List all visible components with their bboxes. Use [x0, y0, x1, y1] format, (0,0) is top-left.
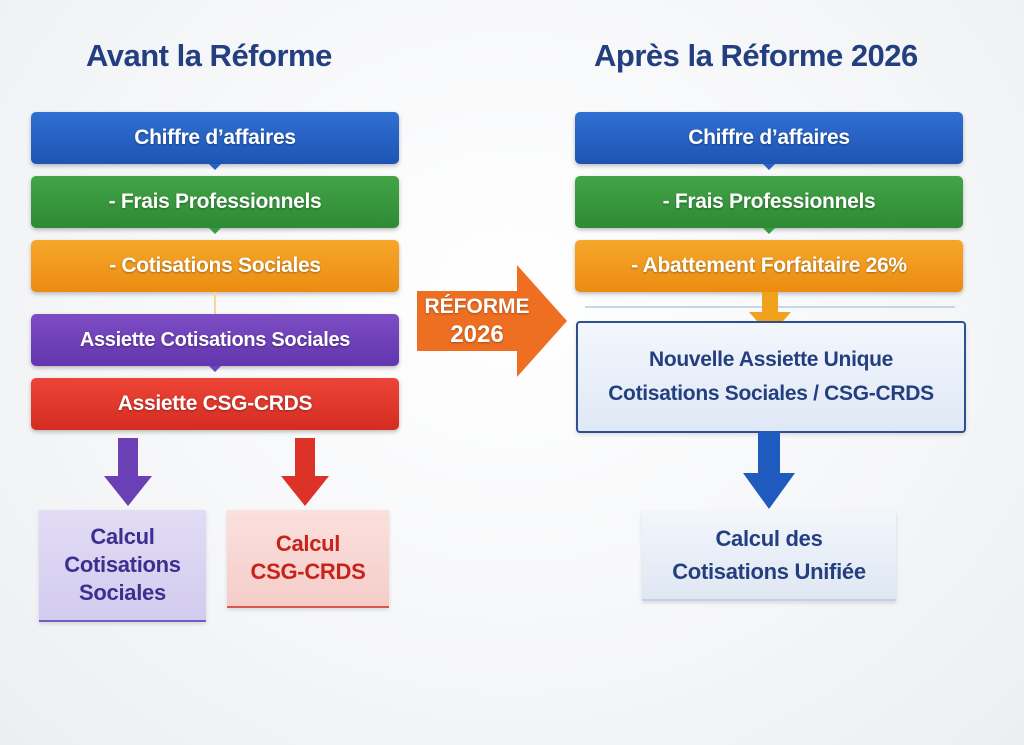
connector-icon [209, 366, 221, 372]
year-label: 2026 [450, 321, 504, 348]
connector-line [214, 292, 216, 314]
reforme-label: RÉFORME [424, 295, 530, 318]
step-assiette-cotisations: Assiette Cotisations Sociales [31, 314, 399, 366]
step-abattement-forfaitaire: - Abattement Forfaitaire 26% [575, 240, 963, 292]
arrow-down-red-icon [281, 438, 329, 506]
calc-line: Cotisations [64, 552, 181, 577]
calc-line: Cotisations Unifiée [672, 559, 866, 584]
reforme-2026-arrow: RÉFORME 2026 [417, 265, 567, 377]
left-title: Avant la Réforme [86, 38, 332, 73]
calc-line: CSG-CRDS [250, 559, 366, 584]
step-frais-professionnels-before: - Frais Professionnels [31, 176, 399, 228]
calc-line: Sociales [79, 580, 166, 605]
connector-icon [209, 164, 221, 170]
calc-csg-crds: Calcul CSG-CRDS [227, 510, 389, 608]
unified-base-line: Cotisations Sociales / CSG-CRDS [608, 382, 934, 405]
step-chiffre-affaires-before: Chiffre d’affaires [31, 112, 399, 164]
unified-base-line: Nouvelle Assiette Unique [648, 348, 894, 371]
right-title: Après la Réforme 2026 [594, 38, 918, 73]
calc-cotisations-sociales: Calcul Cotisations Sociales [39, 510, 206, 622]
calc-line: Calcul [275, 531, 341, 556]
calc-line: Calcul des [715, 526, 823, 551]
calc-line: Calcul [90, 524, 155, 549]
calc-cotisations-unifiee: Calcul des Cotisations Unifiée [642, 511, 896, 601]
step-cotisations-sociales-before: - Cotisations Sociales [31, 240, 399, 292]
arrow-down-purple-icon [104, 438, 152, 506]
step-frais-professionnels-after: - Frais Professionnels [575, 176, 963, 228]
arrow-down-blue-icon [743, 431, 795, 509]
arrow-right-icon [417, 265, 567, 377]
connector-icon [209, 228, 221, 234]
connector-icon [763, 228, 775, 234]
unified-base-box: Nouvelle Assiette Unique Cotisations Soc… [576, 321, 966, 433]
step-chiffre-affaires-after: Chiffre d’affaires [575, 112, 963, 164]
connector-icon [763, 164, 775, 170]
step-assiette-csg-crds: Assiette CSG-CRDS [31, 378, 399, 430]
